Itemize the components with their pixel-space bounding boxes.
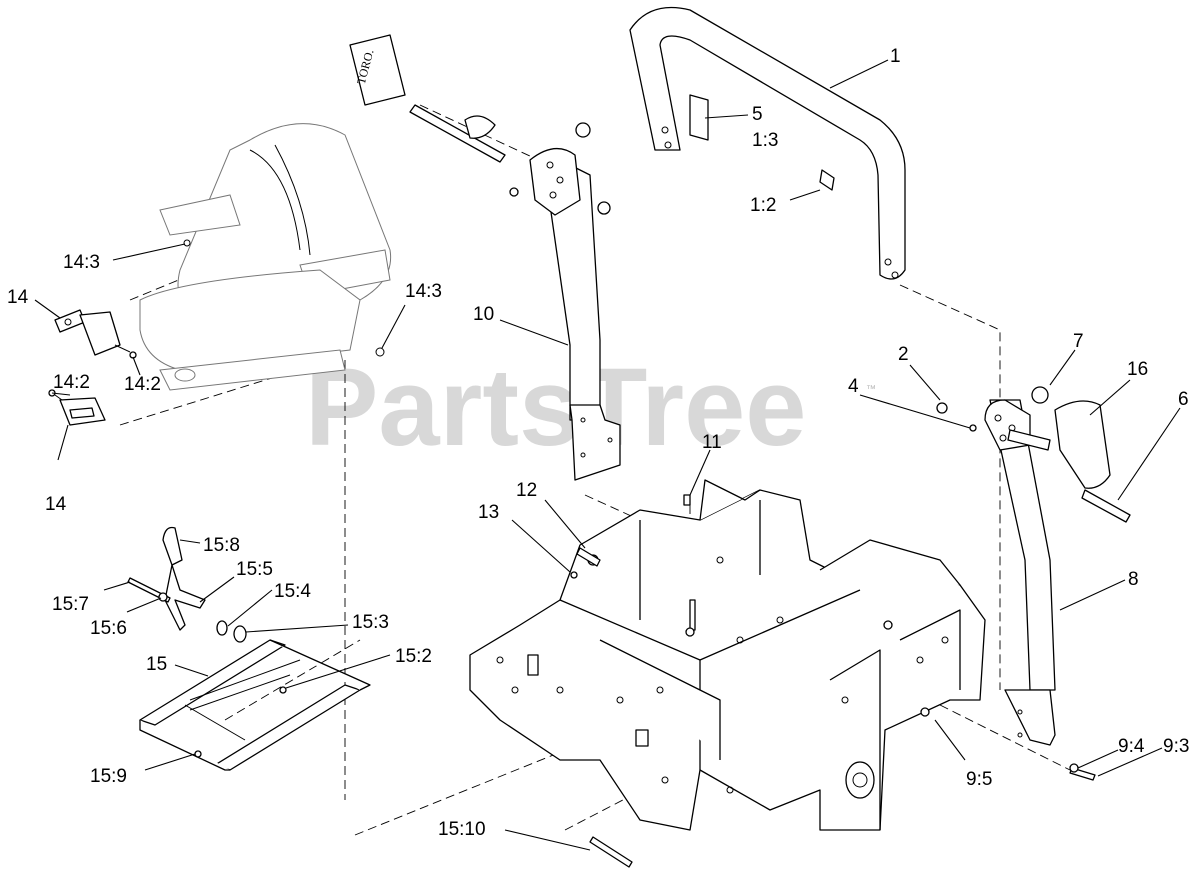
rops-upper-hoop (629, 6, 906, 280)
toro-decal: TORO. (349, 34, 406, 106)
left-pivot-assembly (409, 104, 611, 216)
label-16: 16 (1127, 359, 1148, 380)
label-14-2-right: 14:2 (124, 374, 161, 395)
label-15-10: 15:10 (438, 819, 486, 840)
label-14-lower: 14 (45, 494, 67, 515)
part-labels: 1 5 1:3 1:2 2 7 16 4 6 8 9:4 9:3 9:5 10 … (7, 46, 1189, 840)
seat-belt-buckle-upper (54, 309, 137, 359)
label-15-9: 15:9 (90, 766, 127, 787)
label-12: 12 (516, 480, 537, 501)
label-15-4: 15:4 (274, 581, 311, 602)
label-9-3: 9:3 (1163, 736, 1189, 757)
watermark-text: PartsTree (305, 346, 806, 469)
label-14-upper: 14 (7, 287, 29, 308)
seat-platform (139, 639, 371, 771)
label-9-4: 9:4 (1118, 736, 1145, 757)
long-bolts (589, 763, 1096, 868)
label-10: 10 (473, 304, 494, 325)
label-4: 4 (848, 376, 859, 397)
label-15-2: 15:2 (395, 646, 432, 667)
label-13: 13 (478, 502, 499, 523)
label-9-5: 9:5 (966, 769, 992, 790)
label-15-5: 15:5 (236, 559, 273, 580)
seat-belt-buckle-lower (48, 389, 106, 426)
label-15: 15 (146, 654, 167, 675)
label-15-6: 15:6 (90, 618, 127, 639)
watermark-trademark: ™ (866, 384, 876, 395)
label-5: 5 (752, 104, 763, 125)
label-15-3: 15:3 (352, 612, 389, 633)
label-2: 2 (898, 344, 909, 365)
label-1-3: 1:3 (752, 130, 778, 151)
label-8: 8 (1128, 569, 1139, 590)
label-7: 7 (1073, 331, 1084, 352)
right-pivot-assembly (936, 386, 1131, 523)
label-1-2: 1:2 (750, 195, 776, 216)
label-15-7: 15:7 (52, 594, 89, 615)
seat-adjust-lever (127, 526, 247, 643)
seat (139, 123, 392, 391)
label-6: 6 (1178, 389, 1189, 410)
label-1: 1 (890, 46, 901, 67)
rops-right-tube (989, 399, 1056, 746)
label-14-2-left: 14:2 (53, 372, 90, 393)
watermark: PartsTree ™ (305, 346, 876, 469)
chassis-frame (469, 479, 986, 831)
label-15-8: 15:8 (203, 535, 240, 556)
callout-lines (34, 59, 1181, 851)
label-14-3-left: 14:3 (63, 252, 100, 273)
label-14-3-right: 14:3 (405, 281, 442, 302)
frame-hardware (570, 494, 691, 579)
label-11: 11 (702, 432, 722, 453)
